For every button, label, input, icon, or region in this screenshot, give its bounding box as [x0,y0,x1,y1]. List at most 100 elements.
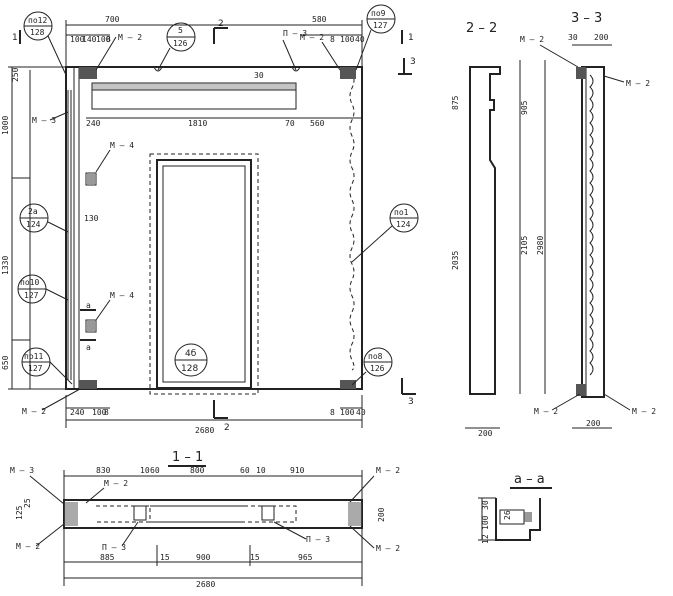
svg-text:1: 1 [408,33,414,43]
dim-200-s33-top: 200 [594,33,609,42]
callout-uz8: по8 126 [351,347,393,386]
label-m4-top: М – 4 [110,141,134,150]
svg-text:по11: по11 [24,352,43,361]
dim-60-b: 60 [240,466,250,475]
svg-text:2: 2 [224,423,230,433]
dim-8b: 8 [330,35,335,44]
svg-text:127: 127 [28,364,43,373]
dim-2680: 2680 [195,426,214,435]
dim-8c: 8 [104,408,109,417]
dim-1000: 1000 [1,116,10,135]
dim-100: 100 [70,35,85,44]
label-m2-s11-top: М – 2 [104,479,128,488]
dim-800: 800 [190,466,205,475]
dim-905: 905 [520,100,529,115]
svg-text:1: 1 [12,33,18,43]
dim-100b: 100 [96,35,111,44]
dim-40b: 40 [356,408,366,417]
dim-250: 250 [11,67,20,82]
label-m2-top-left: М – 2 [118,33,142,42]
callout-uz1: по1 124 [351,203,419,263]
label-m3: М – 3 [32,116,56,125]
dim-900: 900 [196,553,211,562]
dim-1330: 1330 [1,256,10,275]
title-section-3-3: 3 – 3 [571,11,602,26]
callout-uz12: по12 128 [23,11,67,76]
dim-130: 130 [84,214,99,223]
callout-4b: 4б 128 [174,343,208,377]
callout-uz9: по9 127 [355,4,396,71]
dim-700: 700 [105,15,120,24]
svg-text:128: 128 [30,28,45,37]
dim-1810: 1810 [188,119,207,128]
label-m2-s33-top: М – 2 [520,35,544,44]
dim-100-aa: 100 [481,515,490,530]
dim-240b: 240 [70,408,85,417]
dim-200-s33-bottom: 200 [586,419,601,428]
section-1-1: 1 – 1 830 800 910 10 60 60 10 885 15 900… [10,450,400,589]
label-m2-s11-right: М – 2 [376,466,400,475]
callout-uz11: по11 127 [21,347,73,385]
section-2-2: 2 – 2 200 875 2035 905 2105 2980 [451,21,546,438]
dim-15-a: 15 [160,553,170,562]
dim-8d: 8 [330,408,335,417]
svg-text:3: 3 [410,57,416,67]
svg-text:126: 126 [370,364,385,373]
svg-text:по1: по1 [394,208,409,217]
dim-580: 580 [312,15,327,24]
dim-125: 125 [15,505,24,520]
dim-560: 560 [310,119,325,128]
dim-100e: 100 [340,408,355,417]
dim-2035: 2035 [451,251,460,270]
main-dimensions [8,20,363,428]
svg-text:2а: 2а [28,207,38,216]
label-m2-s33-br: М – 2 [632,407,656,416]
dim-30-s33: 30 [568,33,578,42]
dim-10-a: 10 [140,466,150,475]
dim-12-aa: 12 [481,534,490,544]
title-section-2-2: 2 – 2 [466,21,497,36]
svg-text:127: 127 [24,291,39,300]
svg-text:127: 127 [373,21,388,30]
section-markers: 2 2 3 3 1 1 [12,19,416,433]
label-m2-top-right: М – 2 [300,33,324,42]
main-mark-labels: М – 2 П – 3 М – 2 М – 3 М – 4 М – 4 М – … [22,29,341,416]
dim-30: 30 [254,71,264,80]
dim-875: 875 [451,95,460,110]
label-m2-s33-right: М – 2 [626,79,650,88]
label-m2-s11-left: М – 2 [16,542,40,551]
dim-910: 910 [290,466,305,475]
title-section-a-a: a – a [514,472,545,487]
dim-140: 140 [82,35,97,44]
dim-200-s11: 200 [377,507,386,522]
dim-2680-s11: 2680 [196,580,215,589]
dim-10-b: 10 [256,466,266,475]
label-m2-bottom-left: М – 2 [22,407,46,416]
label-p3-s11-left: П – 3 [102,543,126,552]
label-m3-s11: М – 3 [10,466,34,475]
label-m2-s33-bl: М – 2 [534,407,558,416]
dim-25: 25 [23,498,32,508]
label-m2-s11-bottom: М – 2 [376,544,400,553]
dim-650: 650 [1,355,10,370]
svg-text:по8: по8 [368,352,383,361]
dim-885: 885 [100,553,115,562]
label-m4-bottom: М – 4 [110,291,134,300]
label-a-bottom: а [86,343,91,352]
callout-5: 5 126 [157,22,196,71]
section-a-a: a – a 100 30 12 26 [478,472,552,544]
dim-40: 40 [355,35,365,44]
dim-60-a: 60 [150,466,160,475]
dim-100d: 100 [92,408,107,417]
dim-830: 830 [96,466,111,475]
dim-965: 965 [298,553,313,562]
svg-text:3: 3 [408,397,414,407]
dim-26-aa: 26 [503,510,512,520]
svg-text:по10: по10 [20,278,39,287]
svg-text:2: 2 [218,19,224,29]
dim-15-b: 15 [250,553,260,562]
dim-70: 70 [285,119,295,128]
dim-8: 8 [106,35,111,44]
svg-text:5: 5 [178,26,183,35]
main-elevation [65,66,363,395]
